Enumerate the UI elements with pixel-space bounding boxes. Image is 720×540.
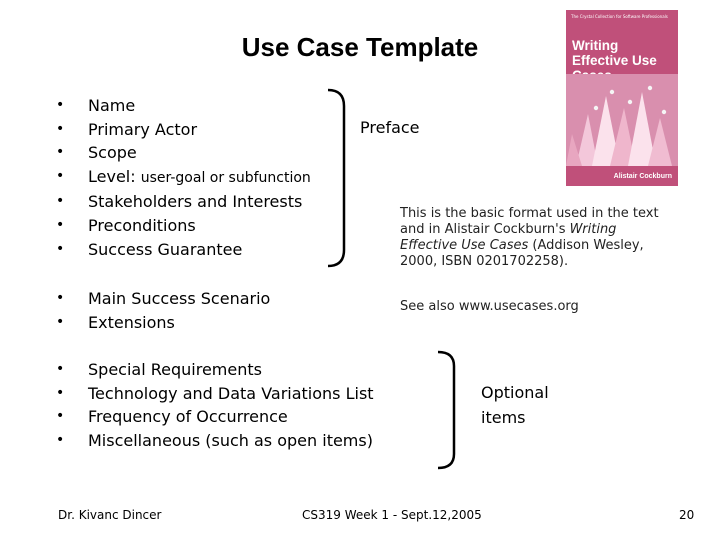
list-item: Miscellaneous (such as open items) xyxy=(56,429,374,453)
see-also-text: See also www.usecases.org xyxy=(400,299,579,314)
list-item: Name xyxy=(56,94,311,118)
book-cover-image: The Crystal Collection for Software Prof… xyxy=(566,10,678,186)
crystal-illustration xyxy=(566,74,678,166)
preface-label: Preface xyxy=(360,118,420,137)
book-title-italic: Writing Effective Use Cases xyxy=(400,222,617,253)
optional-label-line1: Optional xyxy=(481,383,549,402)
book-cover-author: Alistair Cockburn xyxy=(613,173,672,180)
list-item: Scope xyxy=(56,141,311,165)
slide-title: Use Case Template xyxy=(241,32,479,62)
list-item: Primary Actor xyxy=(56,118,311,142)
list-item: Success Guarantee xyxy=(56,238,311,262)
list-item: Stakeholders and Interests xyxy=(56,190,311,214)
list-item: Technology and Data Variations List xyxy=(56,382,374,406)
list-item: Special Requirements xyxy=(56,358,374,382)
preface-bracket xyxy=(327,88,346,268)
list-item: Main Success Scenario xyxy=(56,287,270,311)
list-item: Preconditions xyxy=(56,214,311,238)
optional-label: Optional items xyxy=(481,380,549,430)
footer-course: CS319 Week 1 - Sept.12,2005 xyxy=(302,508,482,522)
list-item: Extensions xyxy=(56,311,270,335)
list-item-note: user-goal or subfunction xyxy=(140,169,311,186)
book-cover-top-text: The Crystal Collection for Software Prof… xyxy=(571,14,668,19)
list-item: Level: user-goal or subfunction xyxy=(56,165,311,191)
optional-label-line2: items xyxy=(481,408,526,427)
preface-list: Name Primary Actor Scope Level: user-goa… xyxy=(56,94,311,261)
list-item: Frequency of Occurrence xyxy=(56,405,374,429)
optional-bracket xyxy=(437,350,456,470)
optional-list: Special Requirements Technology and Data… xyxy=(56,358,374,452)
scenario-list: Main Success Scenario Extensions xyxy=(56,287,270,334)
page-number: 20 xyxy=(679,508,695,522)
book-note: This is the basic format used in the tex… xyxy=(400,206,659,269)
footer-author: Dr. Kivanc Dincer xyxy=(58,508,162,522)
